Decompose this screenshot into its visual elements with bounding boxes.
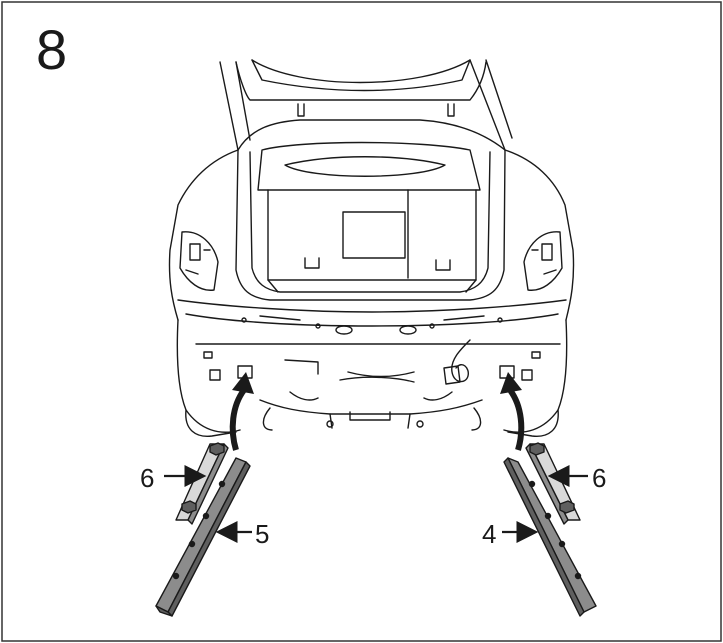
bolt-icon (529, 442, 575, 514)
callout-left-rail: 5 (255, 519, 270, 549)
callout-right-rail: 4 (482, 519, 497, 549)
left-rail (155, 457, 251, 617)
callout-left-plate: 6 (140, 463, 155, 493)
curved-arrow-up-icon (500, 372, 525, 451)
curved-arrow-up-icon (229, 372, 254, 451)
step-number: 8 (36, 18, 68, 81)
car-rear-illustration (168, 59, 575, 437)
right-rail (503, 457, 597, 617)
bolt-icon (181, 442, 225, 514)
callout-right-plate: 6 (592, 463, 607, 493)
